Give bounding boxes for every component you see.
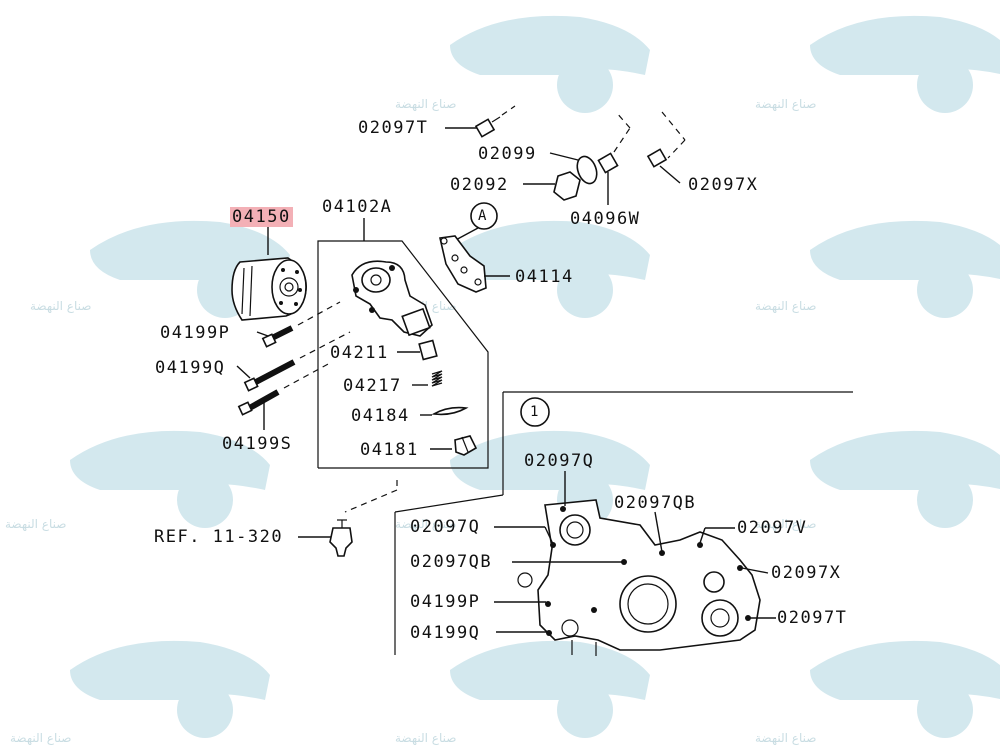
callout-a-label: A: [478, 208, 487, 224]
bolt-04199q: [236, 331, 351, 392]
bolt-02097t-top: [445, 105, 516, 138]
label-04199s: 04199S: [222, 434, 293, 454]
label-detail-02097q-b: 02097Q: [410, 517, 481, 537]
label-02099: 02099: [478, 144, 537, 164]
watermark-logo: [810, 15, 1000, 113]
label-detail-02097q-a: 02097Q: [524, 451, 595, 471]
gasket-04114: [439, 235, 510, 293]
spring-04217: [412, 370, 443, 387]
watermark-text: صناع النهضة: [755, 299, 816, 313]
watermark-text: صناع النهضة: [395, 517, 456, 531]
label-04199p: 04199P: [160, 323, 231, 343]
leader-02099: [549, 152, 579, 161]
watermark-text: صناع النهضة: [10, 731, 71, 745]
oil-filter-bracket-04102a: [351, 260, 433, 337]
label-04217: 04217: [343, 376, 402, 396]
callout-1-label: 1: [530, 404, 539, 420]
label-04150-highlight: 04150: [230, 207, 293, 227]
watermark-logo: [70, 640, 270, 738]
ref-11-320-sensor: [298, 480, 398, 557]
label-04181: 04181: [360, 440, 419, 460]
watermark-logo: [810, 430, 1000, 528]
bolt-04199s: [237, 362, 331, 430]
watermark-text: صناع النهضة: [395, 731, 456, 745]
label-04102a: 04102A: [322, 197, 393, 217]
watermark-logo: [450, 15, 650, 113]
watermark-text: صناع النهضة: [5, 517, 66, 531]
label-02097t-top: 02097T: [358, 118, 429, 138]
label-04184: 04184: [351, 406, 410, 426]
watermark-logo: [810, 220, 1000, 318]
oil-filter-04150: [231, 226, 307, 321]
plug-04181: [430, 435, 478, 456]
detail-leaders: [494, 471, 776, 633]
callout-a-circle: [451, 202, 498, 243]
engine-front-case: [517, 499, 761, 656]
watermark-text: صناع النهضة: [395, 97, 456, 111]
o-ring-02099: [576, 155, 598, 185]
label-04150: 04150: [230, 207, 293, 227]
label-detail-02097t: 02097T: [777, 608, 848, 628]
watermark-text: صناع النهضة: [755, 517, 816, 531]
label-04211: 04211: [330, 343, 389, 363]
relief-valve-04211: [397, 339, 438, 361]
label-04096w: 04096W: [570, 209, 641, 229]
label-02097x-top: 02097X: [688, 175, 759, 195]
label-04114: 04114: [515, 267, 574, 287]
watermark-text: صناع النهضة: [755, 731, 816, 745]
label-ref-11-320: REF. 11-320: [154, 527, 284, 547]
oil-filter-bracket-frame: [317, 218, 489, 469]
gasket-02092: [553, 171, 581, 201]
watermark-logo: [70, 430, 270, 528]
watermark-text: صناع النهضة: [30, 299, 91, 313]
label-detail-04199p: 04199P: [410, 592, 481, 612]
bolt-04199p: [256, 301, 341, 348]
gasket-04184: [420, 406, 469, 416]
bolt-02097x-top: [646, 148, 681, 184]
label-04199q: 04199Q: [155, 358, 226, 378]
watermark-text: صناع النهضة: [755, 97, 816, 111]
detail-1-frame: [394, 391, 853, 655]
plug-04096w: [597, 111, 686, 205]
label-detail-02097qb-a: 02097QB: [614, 493, 697, 513]
label-detail-04199q: 04199Q: [410, 623, 481, 643]
watermark-logo: [450, 640, 650, 738]
watermark-logo: [450, 220, 650, 318]
label-detail-02097v: 02097V: [737, 518, 808, 538]
label-detail-02097x: 02097X: [771, 563, 842, 583]
label-02092: 02092: [450, 175, 509, 195]
watermark-logo: [810, 640, 1000, 738]
label-detail-02097qb-b: 02097QB: [410, 552, 493, 572]
